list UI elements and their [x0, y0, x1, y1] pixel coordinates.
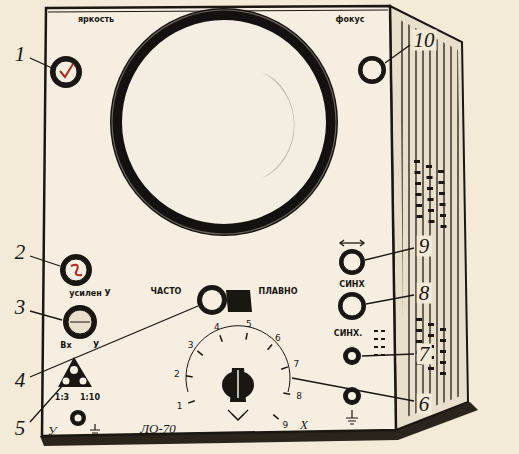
dial-number: 6: [275, 333, 281, 342]
callout-number: 1: [13, 44, 28, 65]
panel-label: 1:3: [55, 394, 69, 402]
dial-number: 2: [174, 370, 180, 379]
panel-label: яркость: [78, 16, 114, 24]
input-mark: У: [48, 424, 57, 437]
callout-number: 10: [412, 30, 437, 51]
dial-number: 7: [293, 359, 299, 368]
callout-number: 7: [417, 344, 432, 365]
dial-number: 5: [246, 319, 252, 328]
panel-label: 1:10: [80, 394, 100, 402]
model-name: ЛО-70: [140, 422, 176, 435]
dial-number: 1: [177, 402, 183, 411]
dial-number: 3: [188, 341, 194, 350]
callout-number: 5: [13, 418, 28, 439]
panel-label: ЧАСТО: [151, 288, 182, 296]
panel-label: фокус: [336, 16, 365, 24]
panel-label: СИНХ.: [334, 330, 362, 338]
input-mark: Х: [300, 418, 308, 431]
callout-number: 4: [13, 370, 28, 391]
dial-number: 4: [214, 322, 220, 331]
panel-label: Вх: [60, 342, 71, 350]
callout-number: 8: [417, 283, 432, 304]
panel-label: У: [93, 342, 99, 350]
callout-number: 6: [417, 394, 432, 415]
callout-number: 2: [13, 242, 28, 263]
panel-label: СИНХ: [339, 281, 364, 289]
dial-number: 8: [296, 391, 302, 400]
callout-number: 3: [13, 297, 28, 318]
panel-label: усилен У: [69, 290, 110, 298]
panel-label: ПЛАВНО: [258, 288, 297, 296]
callout-number: 9: [417, 236, 432, 257]
dial-number: 9: [283, 420, 289, 429]
